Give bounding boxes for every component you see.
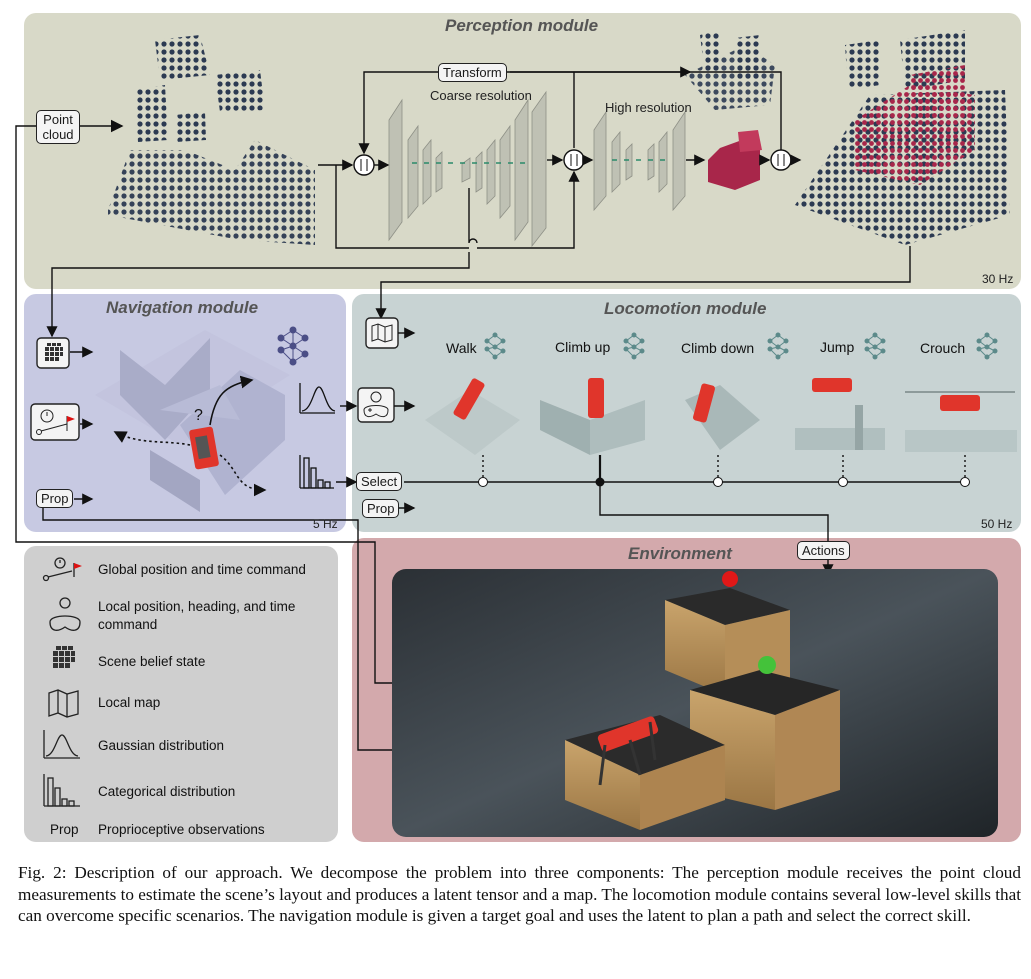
environment-title: Environment — [628, 544, 732, 563]
walk-scene — [425, 378, 520, 455]
jump-scene — [795, 378, 885, 450]
legend-prop-label: Prop — [50, 822, 79, 837]
legend-categorical: Categorical distribution — [98, 784, 236, 799]
gaussian-distribution-icon — [299, 383, 336, 414]
skill-climb-up-label: Climb up — [555, 339, 611, 355]
select-label: Select — [356, 472, 403, 491]
legend-global-command: Global position and time command — [98, 562, 306, 577]
locomotion-rate: 50 Hz — [981, 517, 1013, 531]
transform-label: Transform — [438, 63, 507, 82]
perception-arrows — [46, 66, 911, 338]
concat-node-3 — [770, 149, 792, 171]
concat-node-2 — [563, 149, 585, 171]
legend-scene-belief: Scene belief state — [98, 654, 206, 669]
climb-up-scene — [540, 378, 645, 455]
high-res-network — [593, 110, 686, 212]
environment-render — [392, 569, 998, 837]
skill-network-icons — [484, 332, 998, 360]
skill-walk-label: Walk — [446, 340, 477, 356]
final-map-output — [795, 30, 1010, 245]
navigation-title: Navigation module — [106, 298, 259, 317]
navigation-input-arrows — [70, 346, 94, 505]
coarse-voxel-output — [685, 30, 775, 110]
skill-jump-label: Jump — [820, 339, 855, 355]
legend-local-command: Local position, heading, and time comman… — [98, 599, 296, 632]
concat-node-1 — [353, 154, 375, 176]
local-command-gamepad-icon — [357, 387, 395, 423]
perception-rate: 30 Hz — [982, 272, 1014, 286]
legend-proprioceptive: Proprioceptive observations — [98, 822, 265, 837]
global-command-icon — [30, 403, 80, 441]
navigation-scene: ? — [95, 330, 290, 512]
legend-gaussian: Gaussian distribution — [98, 738, 225, 753]
navigation-prop-label: Prop — [36, 489, 74, 508]
coarse-resolution-label: Coarse resolution — [430, 88, 532, 103]
navigation-policy-network-icon — [277, 326, 309, 366]
locomotion-prop-label: Prop — [362, 499, 400, 518]
legend-local-map: Local map — [98, 695, 161, 710]
navigation-rate: 5 Hz — [313, 517, 338, 531]
categorical-distribution-icon — [299, 455, 334, 489]
occupied-voxels — [708, 130, 762, 190]
high-resolution-label: High resolution — [605, 100, 692, 115]
coarse-network — [388, 90, 547, 248]
skill-selector-nodes — [478, 477, 970, 487]
input-point-cloud — [108, 35, 315, 245]
skill-crouch-label: Crouch — [920, 340, 966, 356]
climb-down-scene — [685, 383, 760, 450]
perception-title: Perception module — [445, 16, 599, 35]
locomotion-title: Locomotion module — [604, 299, 767, 318]
navigation-paths — [113, 375, 267, 497]
crouch-scene — [905, 391, 1017, 452]
figure-caption: Fig. 2: Description of our approach. We … — [18, 863, 1021, 925]
nav-question-mark: ? — [194, 407, 203, 424]
point-cloud-label: Point cloud — [36, 110, 80, 144]
skill-climb-down-label: Climb down — [681, 340, 755, 356]
local-map-icon — [365, 317, 399, 349]
point-cloud-source-line — [15, 125, 392, 684]
actions-label: Actions — [797, 541, 850, 560]
scene-belief-cube-icon — [36, 337, 70, 369]
